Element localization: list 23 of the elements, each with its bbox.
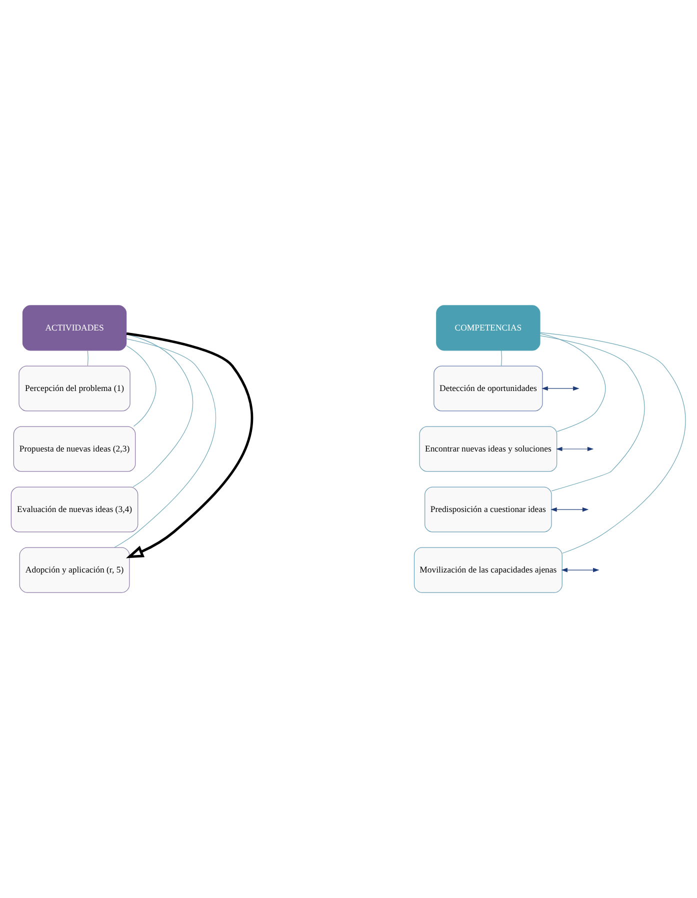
connector xyxy=(114,338,216,548)
connector xyxy=(501,350,502,366)
connector xyxy=(126,345,156,427)
node-box: Encontrar nuevas ideas y soluciones xyxy=(419,426,558,472)
node-box: Predisposición a cuestionar ideas xyxy=(424,486,552,532)
arrow xyxy=(561,568,600,572)
node-box: COMPETENCIAS xyxy=(436,305,540,351)
arrow xyxy=(556,446,594,452)
node-box: ACTIVIDADES xyxy=(22,305,127,351)
arrow xyxy=(126,332,253,558)
arrow xyxy=(550,507,589,512)
node-box: Detección de oportunidades xyxy=(434,366,543,412)
connector xyxy=(540,333,606,432)
node-box: Evaluación de nuevas ideas (3,4) xyxy=(10,486,138,532)
connector xyxy=(126,334,194,488)
connector xyxy=(87,350,88,366)
node-box: Movilización de las capacidades ajenas xyxy=(414,547,562,593)
node-box: Propuesta de nuevas ideas (2,3) xyxy=(13,426,136,472)
node-box: Adopción y aplicación (r, 5) xyxy=(19,547,130,593)
arrow xyxy=(542,386,580,391)
connector xyxy=(540,332,686,554)
node-box: Percepción del problema (1) xyxy=(18,366,130,412)
connector xyxy=(540,335,645,492)
